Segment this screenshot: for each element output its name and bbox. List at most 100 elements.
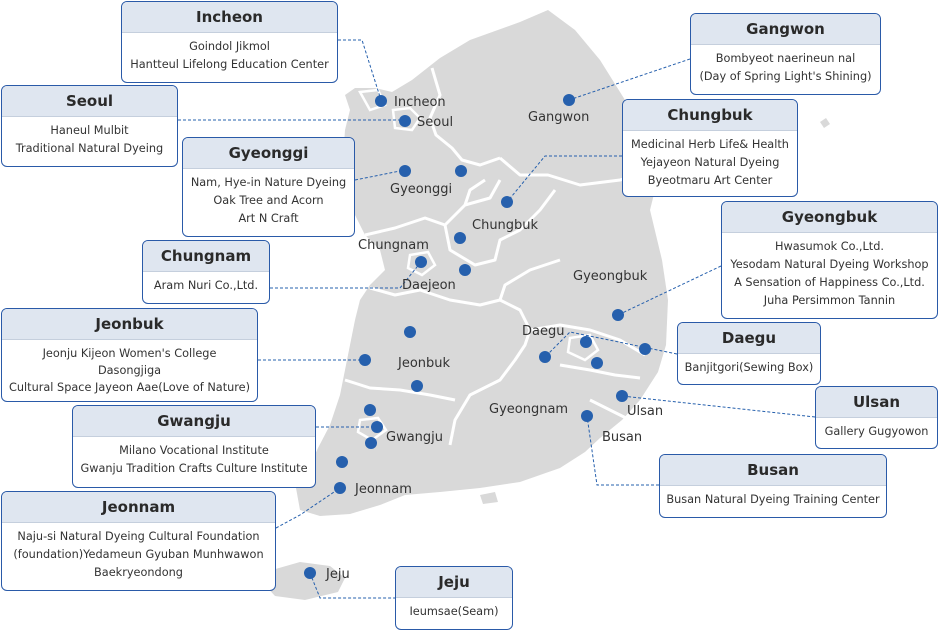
info-box-jeonnam: Jeonnam Naju-si Natural Dyeing Cultural … <box>1 491 276 591</box>
box-title: Gyeongbuk <box>722 202 937 233</box>
box-entry: Haneul Mulbit <box>50 124 129 137</box>
location-dot <box>404 326 416 338</box>
island <box>330 500 350 515</box>
box-body: Gallery Gugyowon <box>816 418 937 445</box>
box-body: Haneul Mulbit Traditional Natural Dyeing <box>2 117 177 162</box>
box-entry: (Day of Spring Light's Shining) <box>699 70 872 83</box>
map-label-gyeongbuk: Gyeongbuk <box>573 269 648 284</box>
box-entry: Banjitgori(Sewing Box) <box>684 361 814 374</box>
map-label-jeju: Jeju <box>325 567 350 582</box>
map-label-ulsan: Ulsan <box>627 404 663 419</box>
location-dot <box>359 354 371 366</box>
box-body: Busan Natural Dyeing Training Center <box>660 486 886 513</box>
info-box-incheon: Incheon Goindol Jikmol Hantteul Lifelong… <box>121 1 338 83</box>
box-body: Naju-si Natural Dyeing Cultural Foundati… <box>2 523 275 586</box>
map-label-seoul: Seoul <box>417 115 453 130</box>
map-label-incheon: Incheon <box>394 95 446 110</box>
location-dot <box>304 567 316 579</box>
box-title: Daegu <box>678 323 820 354</box>
box-title: Jeonbuk <box>2 309 257 340</box>
info-box-chungbuk: Chungbuk Medicinal Herb Life& Health Yej… <box>622 99 798 197</box>
box-title: Jeonnam <box>2 492 275 523</box>
box-entry: Bombyeot naerineun nal <box>715 52 856 65</box>
location-dot <box>639 343 651 355</box>
location-dot <box>459 264 471 276</box>
leader-line-ulsan <box>621 395 816 418</box>
info-box-jeju: Jeju Ieumsae(Seam) <box>395 566 513 630</box>
box-entry: Milano Vocational Institute <box>119 444 269 457</box>
map-label-jeonbuk: Jeonbuk <box>397 356 451 371</box>
box-title: Busan <box>660 455 886 486</box>
leader-line-jeonnam <box>275 487 341 529</box>
box-body: Goindol Jikmol Hantteul Lifelong Educati… <box>122 33 337 78</box>
box-body: Milano Vocational Institute Gwanju Tradi… <box>73 437 315 482</box>
location-dot <box>616 390 628 402</box>
box-body: Medicinal Herb Life& Health Yejayeon Nat… <box>623 131 797 194</box>
map-label-gyeongnam: Gyeongnam <box>489 402 568 417</box>
box-entry: Byeotmaru Art Center <box>647 174 773 187</box>
location-dot <box>612 309 624 321</box>
box-entry: (foundation)Yedameun Gyuban Munhwawon <box>13 548 264 561</box>
box-entry: Hantteul Lifelong Education Center <box>130 58 329 71</box>
location-dot <box>399 115 411 127</box>
info-box-jeonbuk: Jeonbuk Jeonju Kijeon Women's College Da… <box>1 308 258 402</box>
box-entry: Goindol Jikmol <box>189 40 270 53</box>
box-entry: Aram Nuri Co.,Ltd. <box>153 279 259 292</box>
map-label-jeonnam: Jeonnam <box>354 482 412 497</box>
city-borders <box>356 88 600 442</box>
box-entry: Cultural Space Jayeon Aae(Love of Nature… <box>8 381 251 394</box>
box-title: Gyeonggi <box>183 138 354 169</box>
box-body: Aram Nuri Co.,Ltd. <box>143 272 269 299</box>
location-dot <box>371 421 383 433</box>
box-entry: Oak Tree and Acorn <box>213 194 324 207</box>
box-entry: Juha Persimmon Tannin <box>763 294 896 307</box>
box-entry: Art N Craft <box>238 212 299 225</box>
box-body: Banjitgori(Sewing Box) <box>678 354 820 381</box>
location-dot <box>580 336 592 348</box>
info-box-daegu: Daegu Banjitgori(Sewing Box) <box>677 322 821 385</box>
map-label-gyeonggi: Gyeonggi <box>390 182 452 197</box>
location-dot <box>563 94 575 106</box>
info-box-ulsan: Ulsan Gallery Gugyowon <box>815 386 938 449</box>
location-dot <box>454 232 466 244</box>
leader-line-busan <box>586 415 659 486</box>
location-dot <box>375 95 387 107</box>
box-title: Jeju <box>396 567 512 598</box>
location-dot <box>364 404 376 416</box>
box-entry: Jeonju Kijeon Women's College <box>42 347 217 360</box>
box-body: Bombyeot naerineun nal (Day of Spring Li… <box>691 45 880 90</box>
leader-line-jeju <box>309 572 395 599</box>
island <box>820 118 830 128</box>
location-dot <box>455 165 467 177</box>
location-dot <box>591 357 603 369</box>
location-dot <box>501 196 513 208</box>
box-entry: Traditional Natural Dyeing <box>15 142 164 155</box>
box-entry: Hwasumok Co.,Ltd. <box>774 240 885 253</box>
info-box-gyeongbuk: Gyeongbuk Hwasumok Co.,Ltd. Yesodam Natu… <box>721 201 938 319</box>
map-label-gwangju: Gwangju <box>386 430 443 445</box>
location-dot <box>539 351 551 363</box>
location-dot <box>411 380 423 392</box>
info-box-seoul: Seoul Haneul Mulbit Traditional Natural … <box>1 85 178 167</box>
map-label-daegu: Daegu <box>522 324 564 339</box>
box-entry: Gwanju Tradition Crafts Culture Institut… <box>80 462 308 475</box>
leader-line-gyeonggi <box>354 169 406 181</box>
box-title: Ulsan <box>816 387 937 418</box>
box-entry: Gallery Gugyowon <box>824 425 929 438</box>
box-entry: Nam, Hye-in Nature Dyeing <box>190 176 347 189</box>
info-box-busan: Busan Busan Natural Dyeing Training Cent… <box>659 454 887 518</box>
box-entry: Dasongjiga <box>97 364 162 377</box>
info-box-gangwon: Gangwon Bombyeot naerineun nal (Day of S… <box>690 13 881 95</box>
location-dot <box>415 256 427 268</box>
info-box-chungnam: Chungnam Aram Nuri Co.,Ltd. <box>142 240 270 304</box>
box-entry: Medicinal Herb Life& Health <box>631 138 789 151</box>
leader-lines <box>178 39 816 599</box>
info-box-gwangju: Gwangju Milano Vocational Institute Gwan… <box>72 405 316 488</box>
map-label-chungbuk: Chungbuk <box>472 218 539 233</box>
location-dots <box>304 94 651 579</box>
location-dot <box>365 437 377 449</box>
box-entry: A Sensation of Happiness Co.,Ltd. <box>734 276 925 289</box>
box-body: Hwasumok Co.,Ltd. Yesodam Natural Dyeing… <box>722 233 937 314</box>
info-box-gyeonggi: Gyeonggi Nam, Hye-in Nature Dyeing Oak T… <box>182 137 355 237</box>
